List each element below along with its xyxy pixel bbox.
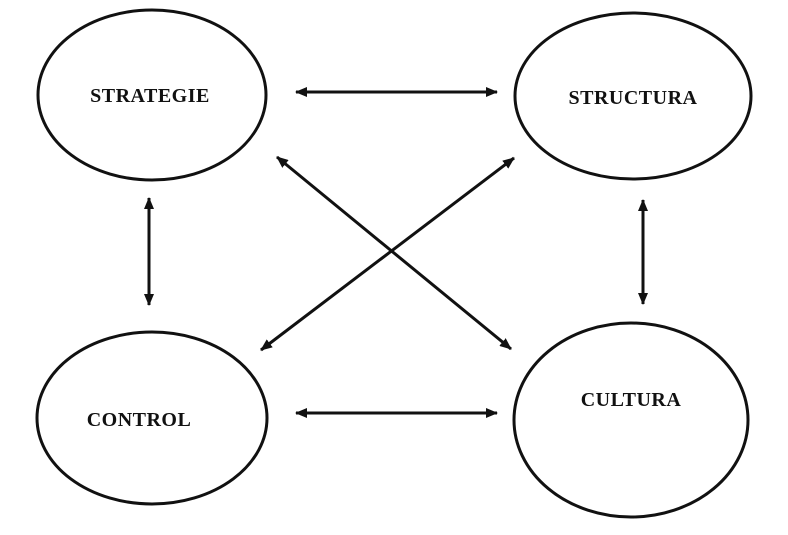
node-structura: STRUCTURA [513, 11, 753, 181]
node-control-ellipse [35, 330, 269, 506]
node-control-label: CONTROL [87, 409, 192, 431]
edges [144, 87, 648, 418]
node-structura-ellipse [513, 11, 753, 181]
node-strategie-ellipse [36, 8, 268, 182]
edge-structura-control [260, 156, 515, 352]
node-cultura-ellipse [512, 321, 750, 519]
node-cultura: CULTURA [512, 321, 750, 519]
node-structura-label: STRUCTURA [569, 87, 698, 109]
node-strategie-label: STRATEGIE [90, 85, 210, 107]
node-cultura-label: CULTURA [581, 389, 682, 411]
node-strategie: STRATEGIE [36, 8, 268, 182]
node-control: CONTROL [35, 330, 269, 506]
